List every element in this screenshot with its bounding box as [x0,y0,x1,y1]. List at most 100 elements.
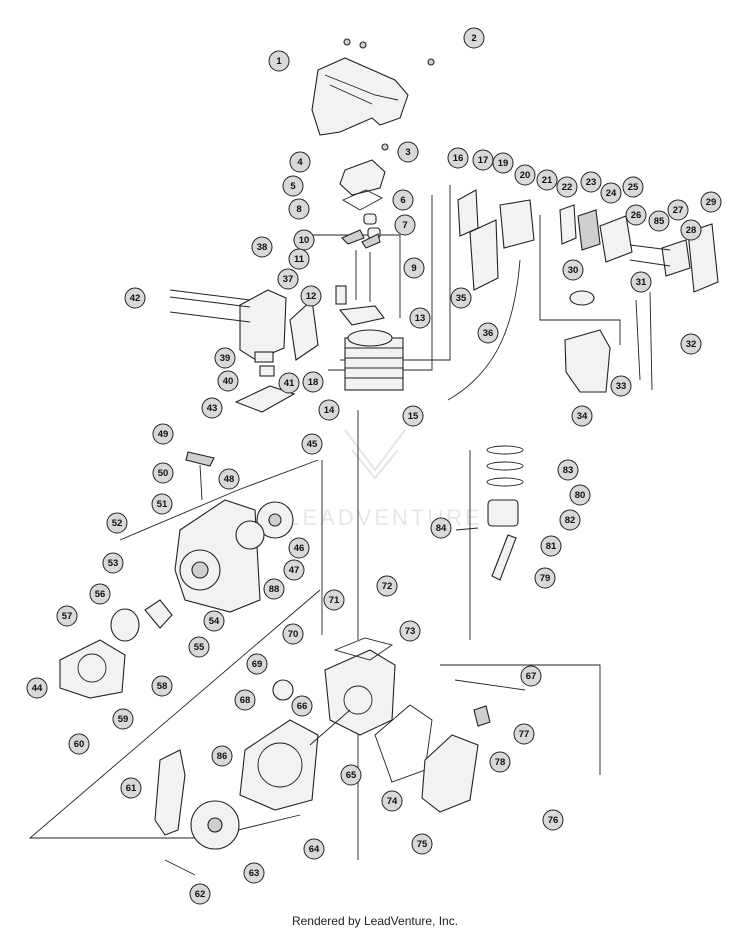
callout-67: 67 [520,665,542,687]
callout-bubble [151,493,173,515]
callout-bubble [152,462,174,484]
muffler-bracket [254,351,274,363]
callout-number: 12 [306,291,317,302]
callout-bubble [580,171,602,193]
callout-number: 21 [542,175,553,186]
carburetor [499,199,535,249]
callout-23: 23 [580,171,602,193]
callout-17: 17 [472,149,494,171]
callout-number: 18 [308,377,319,388]
crank-rod [454,679,526,691]
callout-number: 64 [309,844,320,855]
callout-number: 9 [411,263,416,274]
carb-diaphragm [559,204,577,245]
callout-64: 64 [303,838,325,860]
callout-bubble [26,677,48,699]
callout-bubble [411,833,433,855]
callout-75: 75 [411,833,433,855]
carb-pump [577,209,601,251]
callout-number: 77 [519,729,530,740]
callout-44: 44 [26,677,48,699]
callout-61: 61 [120,777,142,799]
callout-bubble [211,745,233,767]
callout-40: 40 [217,370,239,392]
callout-number: 28 [686,225,697,236]
callout-bubble [234,689,256,711]
rocker-plate [338,305,385,326]
callout-59: 59 [112,708,134,730]
callout-35: 35 [450,287,472,309]
callout-number: 30 [568,265,579,276]
callout-33: 33 [610,375,632,397]
callout-number: 39 [220,353,231,364]
callout-bubble [381,790,403,812]
callout-68: 68 [234,689,256,711]
callout-bubble [120,777,142,799]
callout-number: 62 [195,889,206,900]
callout-bubble [278,372,300,394]
callout-bubble [152,423,174,445]
callout-bubble [600,182,622,204]
callout-53: 53 [102,552,124,574]
callout-bubble [282,175,304,197]
callout-3: 3 [397,141,419,163]
callout-bubble [189,883,211,905]
callout-number: 40 [223,376,234,387]
callout-47: 47 [283,559,305,581]
callout-45: 45 [301,433,323,455]
callout-9: 9 [403,257,425,279]
callout-84: 84 [430,517,452,539]
wrist-pin [455,527,479,531]
screw-set [343,38,435,151]
callout-number: 13 [415,313,426,324]
callout-number: 5 [290,181,296,192]
callout-bubble [56,605,78,627]
callout-number: 2 [471,33,476,44]
callout-4: 4 [289,151,311,173]
callout-37: 37 [277,268,299,290]
spark-plug-boot [164,859,196,876]
callout-7: 7 [394,214,416,236]
callout-number: 82 [565,515,576,526]
callout-number: 45 [307,439,318,450]
callout-bubble [700,191,722,213]
callout-bubble [569,484,591,506]
callout-bubble [302,371,324,393]
callout-number: 23 [586,177,597,188]
assembly-guide-lines [28,185,621,860]
engine-side-housing [239,719,319,811]
callout-bubble [403,257,425,279]
callout-bubble [392,189,414,211]
starter-handle [185,451,215,467]
watermark-text: LEADVENTURE [287,505,483,530]
rocker-arms [341,229,381,249]
callout-82: 82 [559,509,581,531]
callout-bubble [557,459,579,481]
callout-number: 76 [548,815,559,826]
callout-number: 4 [297,157,303,168]
air-filter-cover [687,223,719,293]
callout-31: 31 [630,271,652,293]
callout-bubble [571,405,593,427]
callout-bubble [556,176,578,198]
callout-bubble [263,578,285,600]
callout-number: 29 [706,197,717,208]
callout-bubble [288,248,310,270]
air-filter-element [661,239,691,277]
callout-number: 34 [577,411,588,422]
crankcase-gasket [333,637,394,661]
callout-bubble [288,198,310,220]
callout-62: 62 [189,883,211,905]
callout-number: 75 [417,839,428,850]
callout-bubble [282,623,304,645]
callout-79: 79 [534,567,556,589]
callout-30: 30 [562,259,584,281]
callout-58: 58 [151,675,173,697]
callout-57: 57 [56,605,78,627]
callout-number: 36 [483,328,494,339]
callout-77: 77 [513,723,535,745]
callout-bubble [300,285,322,307]
callout-number: 61 [126,783,137,794]
callout-18: 18 [302,371,324,393]
callout-number: 56 [95,589,106,600]
